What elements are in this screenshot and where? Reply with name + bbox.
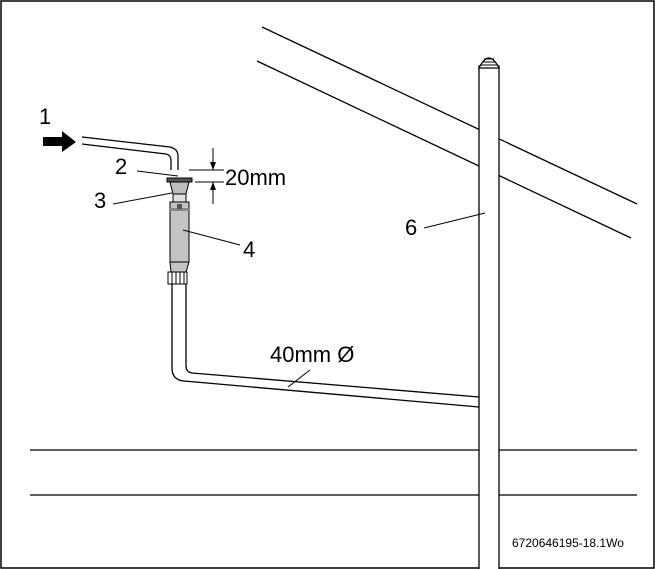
dimension-20mm	[189, 148, 224, 204]
tundish-body	[166, 177, 193, 285]
dimension-label-40mm: 40mm Ø	[270, 342, 354, 367]
dimension-label-20mm: 20mm	[225, 165, 286, 190]
leader-lines	[112, 170, 486, 388]
drain-stack	[478, 57, 500, 569]
roof-slope	[256, 26, 638, 239]
arrow-right-icon	[43, 131, 76, 152]
label-4: 4	[243, 237, 255, 262]
label-2: 2	[115, 154, 127, 179]
label-3: 3	[94, 188, 106, 213]
floor-lines	[30, 449, 637, 496]
drain-pipe-40mm	[171, 282, 480, 408]
label-6: 6	[405, 215, 417, 240]
reference-code: 6720646195-18.1Wo	[512, 536, 624, 550]
inlet-pipe	[81, 136, 179, 170]
label-1: 1	[39, 104, 51, 129]
